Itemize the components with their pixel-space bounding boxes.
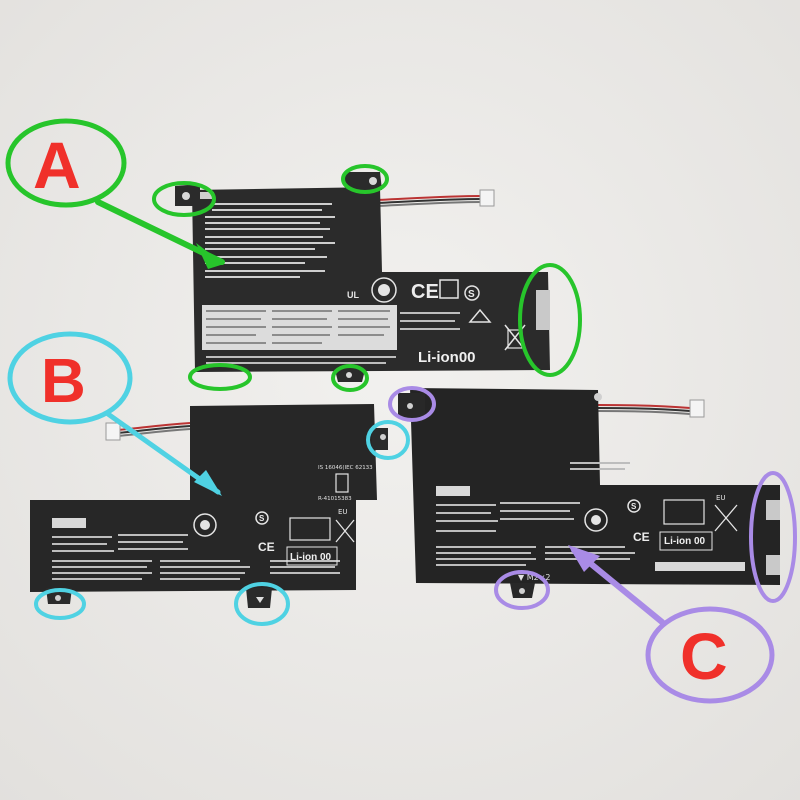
battery-c-label-lines [436,462,635,566]
battery-a-s-circle-icon [464,285,480,301]
battery-b-recycle-icon [289,517,331,541]
callout-b-ring-bottom-left [34,588,86,620]
callout-a-letter: A [33,128,81,202]
callout-c-ring-bottom [494,570,550,610]
battery-c-side-tab-upper [766,500,780,520]
battery-c-connector [689,399,705,418]
battery-a-cert-icon [439,279,459,299]
battery-b-body [30,404,377,592]
battery-a-ce-mark: CE [411,281,439,303]
callout-c-letter: C [680,619,728,693]
battery-c-li-ion-mark: Li-ion 00 [664,536,706,547]
svg-text:S: S [468,289,475,300]
battery-c: CE S Li-ion 00 EU ▼ M2×2 [398,388,780,598]
battery-c-recycle-icon [663,499,705,525]
battery-b-connector [105,422,121,441]
battery-a-cable [377,195,483,201]
battery-c-side-tab-lower [766,555,780,575]
battery-c-cable [597,404,691,409]
battery-a-tab-top-right [345,172,382,190]
battery-a-label-lines [200,192,335,278]
battery-b: CE S Li-ion 00 EU IS 16046(IEC 62133 R-4… [30,404,388,608]
battery-c-barcode-strip [655,562,745,571]
battery-a-li-ion-mark: Li-ion00 [418,349,476,366]
callout-a-ring-bottom-right [331,364,369,392]
battery-a-seal-icon [371,277,397,303]
callout-a-ring-bottom-left [188,363,252,391]
callout-a: A [5,118,582,392]
battery-c-seal-icon [584,508,608,532]
callout-b-ring-bottom-right [234,582,290,626]
svg-text:S: S [259,514,265,523]
battery-a-connector [479,189,495,207]
callout-b-ring-right [366,420,410,460]
battery-b-label-tag [52,518,86,528]
callout-b: B [7,331,410,626]
callout-b-big-circle [7,331,133,425]
svg-text:EU: EU [338,508,348,516]
callout-a-ring-side [518,263,582,377]
callout-c: C [388,386,797,704]
battery-b-s-circle-icon [255,511,269,525]
svg-text:S: S [631,502,637,511]
callout-a-ring-top-right [341,164,389,194]
battery-b-weee-bin-icon [335,519,355,543]
callout-a-big-circle [5,118,127,208]
battery-c-body [410,388,780,585]
battery-c-s-circle-icon [627,499,641,513]
battery-b-cable [117,422,191,431]
svg-text:EU: EU [716,494,726,502]
battery-b-seal-icon [193,513,217,537]
battery-b-label-lines [52,534,340,580]
callout-a-ring-top-left [152,181,216,217]
battery-c-ce-mark: CE [633,530,650,544]
battery-b-li-ion-mark: Li-ion 00 [290,552,332,563]
callout-c-ring-side [749,471,797,603]
callout-b-letter: B [41,347,86,416]
battery-c-screw-hole [594,393,602,401]
battery-b-bis-icon [335,473,349,493]
battery-a-ul-mark: UL [347,290,359,300]
callout-c-ring-top-left [388,386,436,422]
battery-a-side-tab [536,290,550,330]
callout-c-big-circle [645,606,775,704]
battery-b-registration: R-41015383 [318,496,352,502]
battery-c-m2-mark: ▼ M2×2 [518,573,550,582]
battery-a-recycle-icon [468,308,492,323]
battery-c-weee-bin-icon [714,504,738,532]
battery-b-tab-right [372,428,388,450]
battery-c-label-tag [436,486,470,496]
battery-b-ce-mark: CE [258,540,275,554]
battery-b-iec-mark: IS 16046(IEC 62133 [318,465,373,471]
battery-a: CE S UL Li-ion00 [175,172,550,382]
